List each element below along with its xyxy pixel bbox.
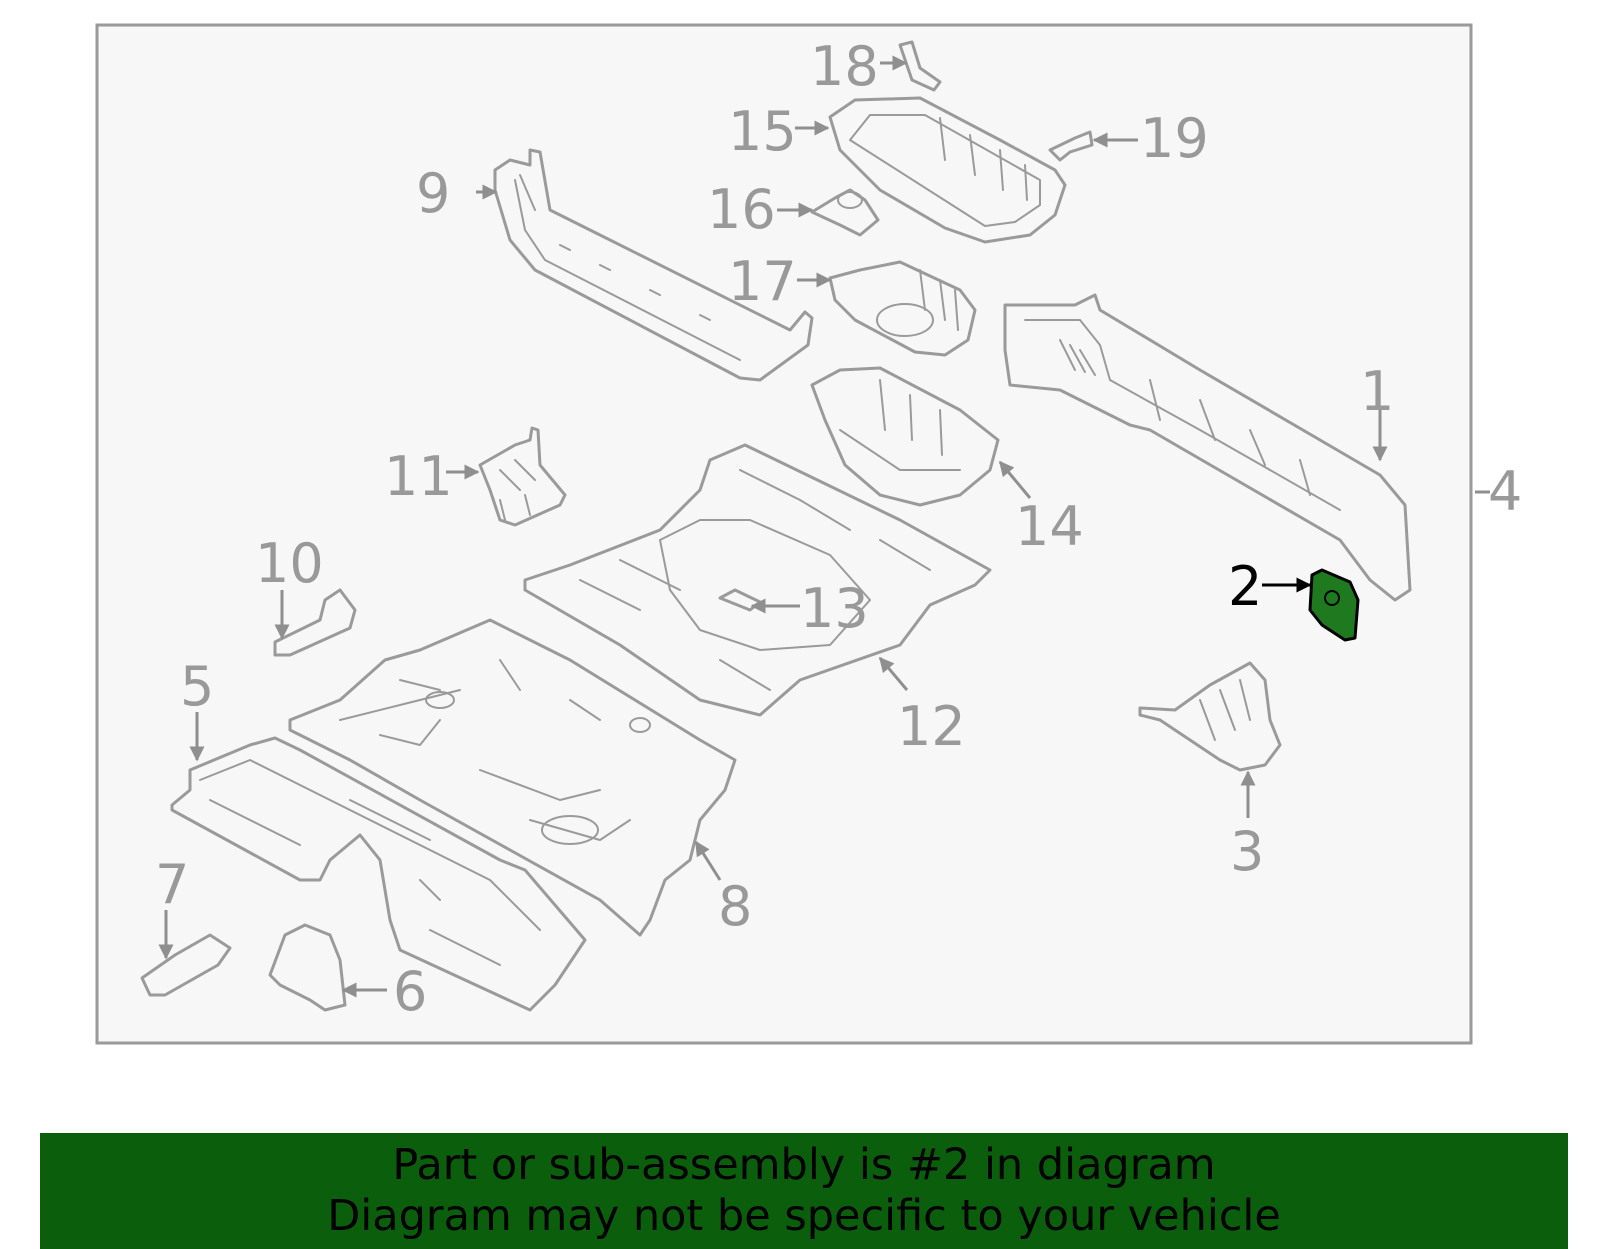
part-9-cross-member[interactable]	[493, 148, 814, 382]
part-3-bracket[interactable]	[1138, 661, 1282, 772]
callout-2: 2	[1228, 555, 1262, 618]
callout-4: 4	[1488, 460, 1522, 523]
part-2-highlighted-plate[interactable]	[1308, 568, 1360, 642]
part-11-bracket[interactable]	[478, 426, 567, 527]
part-15-spare-tub[interactable]	[828, 96, 1067, 244]
callout-16: 16	[707, 178, 776, 241]
part-7-bracket[interactable]	[140, 933, 232, 997]
callout-15: 15	[728, 100, 797, 163]
callout-13: 13	[800, 577, 869, 640]
parts-diagram: 18 15 19 9 16 17 1 4 11 14 10 2 13 12 5 …	[95, 23, 1522, 1045]
callout-18: 18	[810, 35, 879, 98]
callout-8: 8	[718, 875, 752, 938]
part-1-rear-panel[interactable]	[1003, 293, 1412, 602]
part-18-bracket[interactable]	[898, 40, 942, 92]
callout-17: 17	[728, 250, 797, 313]
callout-6: 6	[393, 960, 427, 1023]
part-8-center-floor[interactable]	[288, 618, 737, 937]
part-16-bracket[interactable]	[810, 188, 880, 237]
callout-19: 19	[1140, 107, 1209, 170]
banner-line-disclaimer: Diagram may not be specific to your vehi…	[327, 1191, 1281, 1241]
callout-1: 1	[1360, 360, 1394, 423]
part-17-spare-panel[interactable]	[828, 260, 977, 357]
callout-12: 12	[897, 695, 966, 758]
callout-7: 7	[155, 853, 189, 916]
part-10-bracket[interactable]	[273, 588, 357, 657]
info-banner: Part or sub-assembly is #2 in diagram Di…	[40, 1133, 1568, 1249]
part-19-bracket[interactable]	[1048, 130, 1094, 162]
callout-9: 9	[416, 162, 450, 225]
part-5-cross-member[interactable]	[170, 736, 587, 1012]
callout-10: 10	[255, 532, 324, 595]
callout-11: 11	[384, 445, 453, 508]
part-14-tub[interactable]	[810, 366, 1000, 507]
callout-14: 14	[1015, 495, 1084, 558]
part-12-rear-floor[interactable]	[523, 443, 992, 717]
callout-3: 3	[1230, 820, 1264, 883]
callout-5: 5	[180, 655, 214, 718]
banner-line-part: Part or sub-assembly is #2 in diagram	[392, 1140, 1216, 1190]
